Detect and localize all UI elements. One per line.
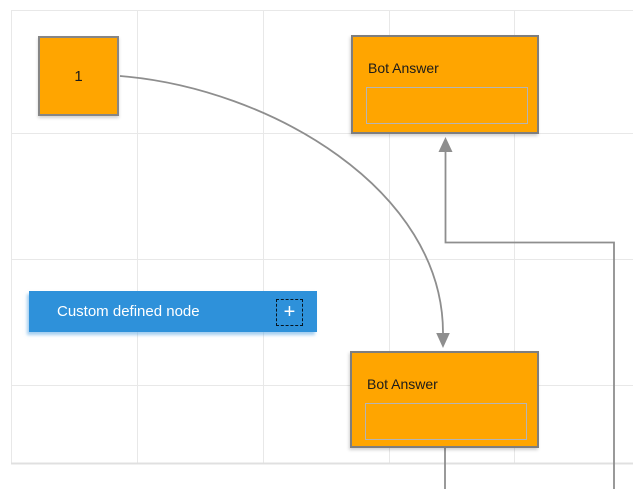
node-bot-answer-bottom[interactable]: Bot Answer	[350, 351, 539, 448]
node-bot-answer-top[interactable]: Bot Answer	[351, 35, 539, 134]
node-title: Bot Answer	[367, 376, 438, 392]
arrowhead-down-icon	[436, 333, 450, 348]
connector-start-to-bot-bottom[interactable]	[119, 75, 450, 348]
node-custom-defined[interactable]: Custom defined node +	[29, 291, 317, 332]
arrowhead-up-icon	[438, 137, 453, 152]
node-start[interactable]: 1	[38, 36, 119, 116]
connector-offcanvas-to-bot-top[interactable]	[438, 137, 615, 489]
custom-node-label: Custom defined node	[57, 303, 200, 320]
answer-field[interactable]	[366, 87, 528, 124]
answer-field[interactable]	[365, 403, 527, 440]
node-start-label: 1	[74, 67, 83, 85]
add-button[interactable]: +	[276, 299, 303, 326]
node-title: Bot Answer	[368, 60, 439, 76]
plus-icon: +	[283, 300, 296, 323]
